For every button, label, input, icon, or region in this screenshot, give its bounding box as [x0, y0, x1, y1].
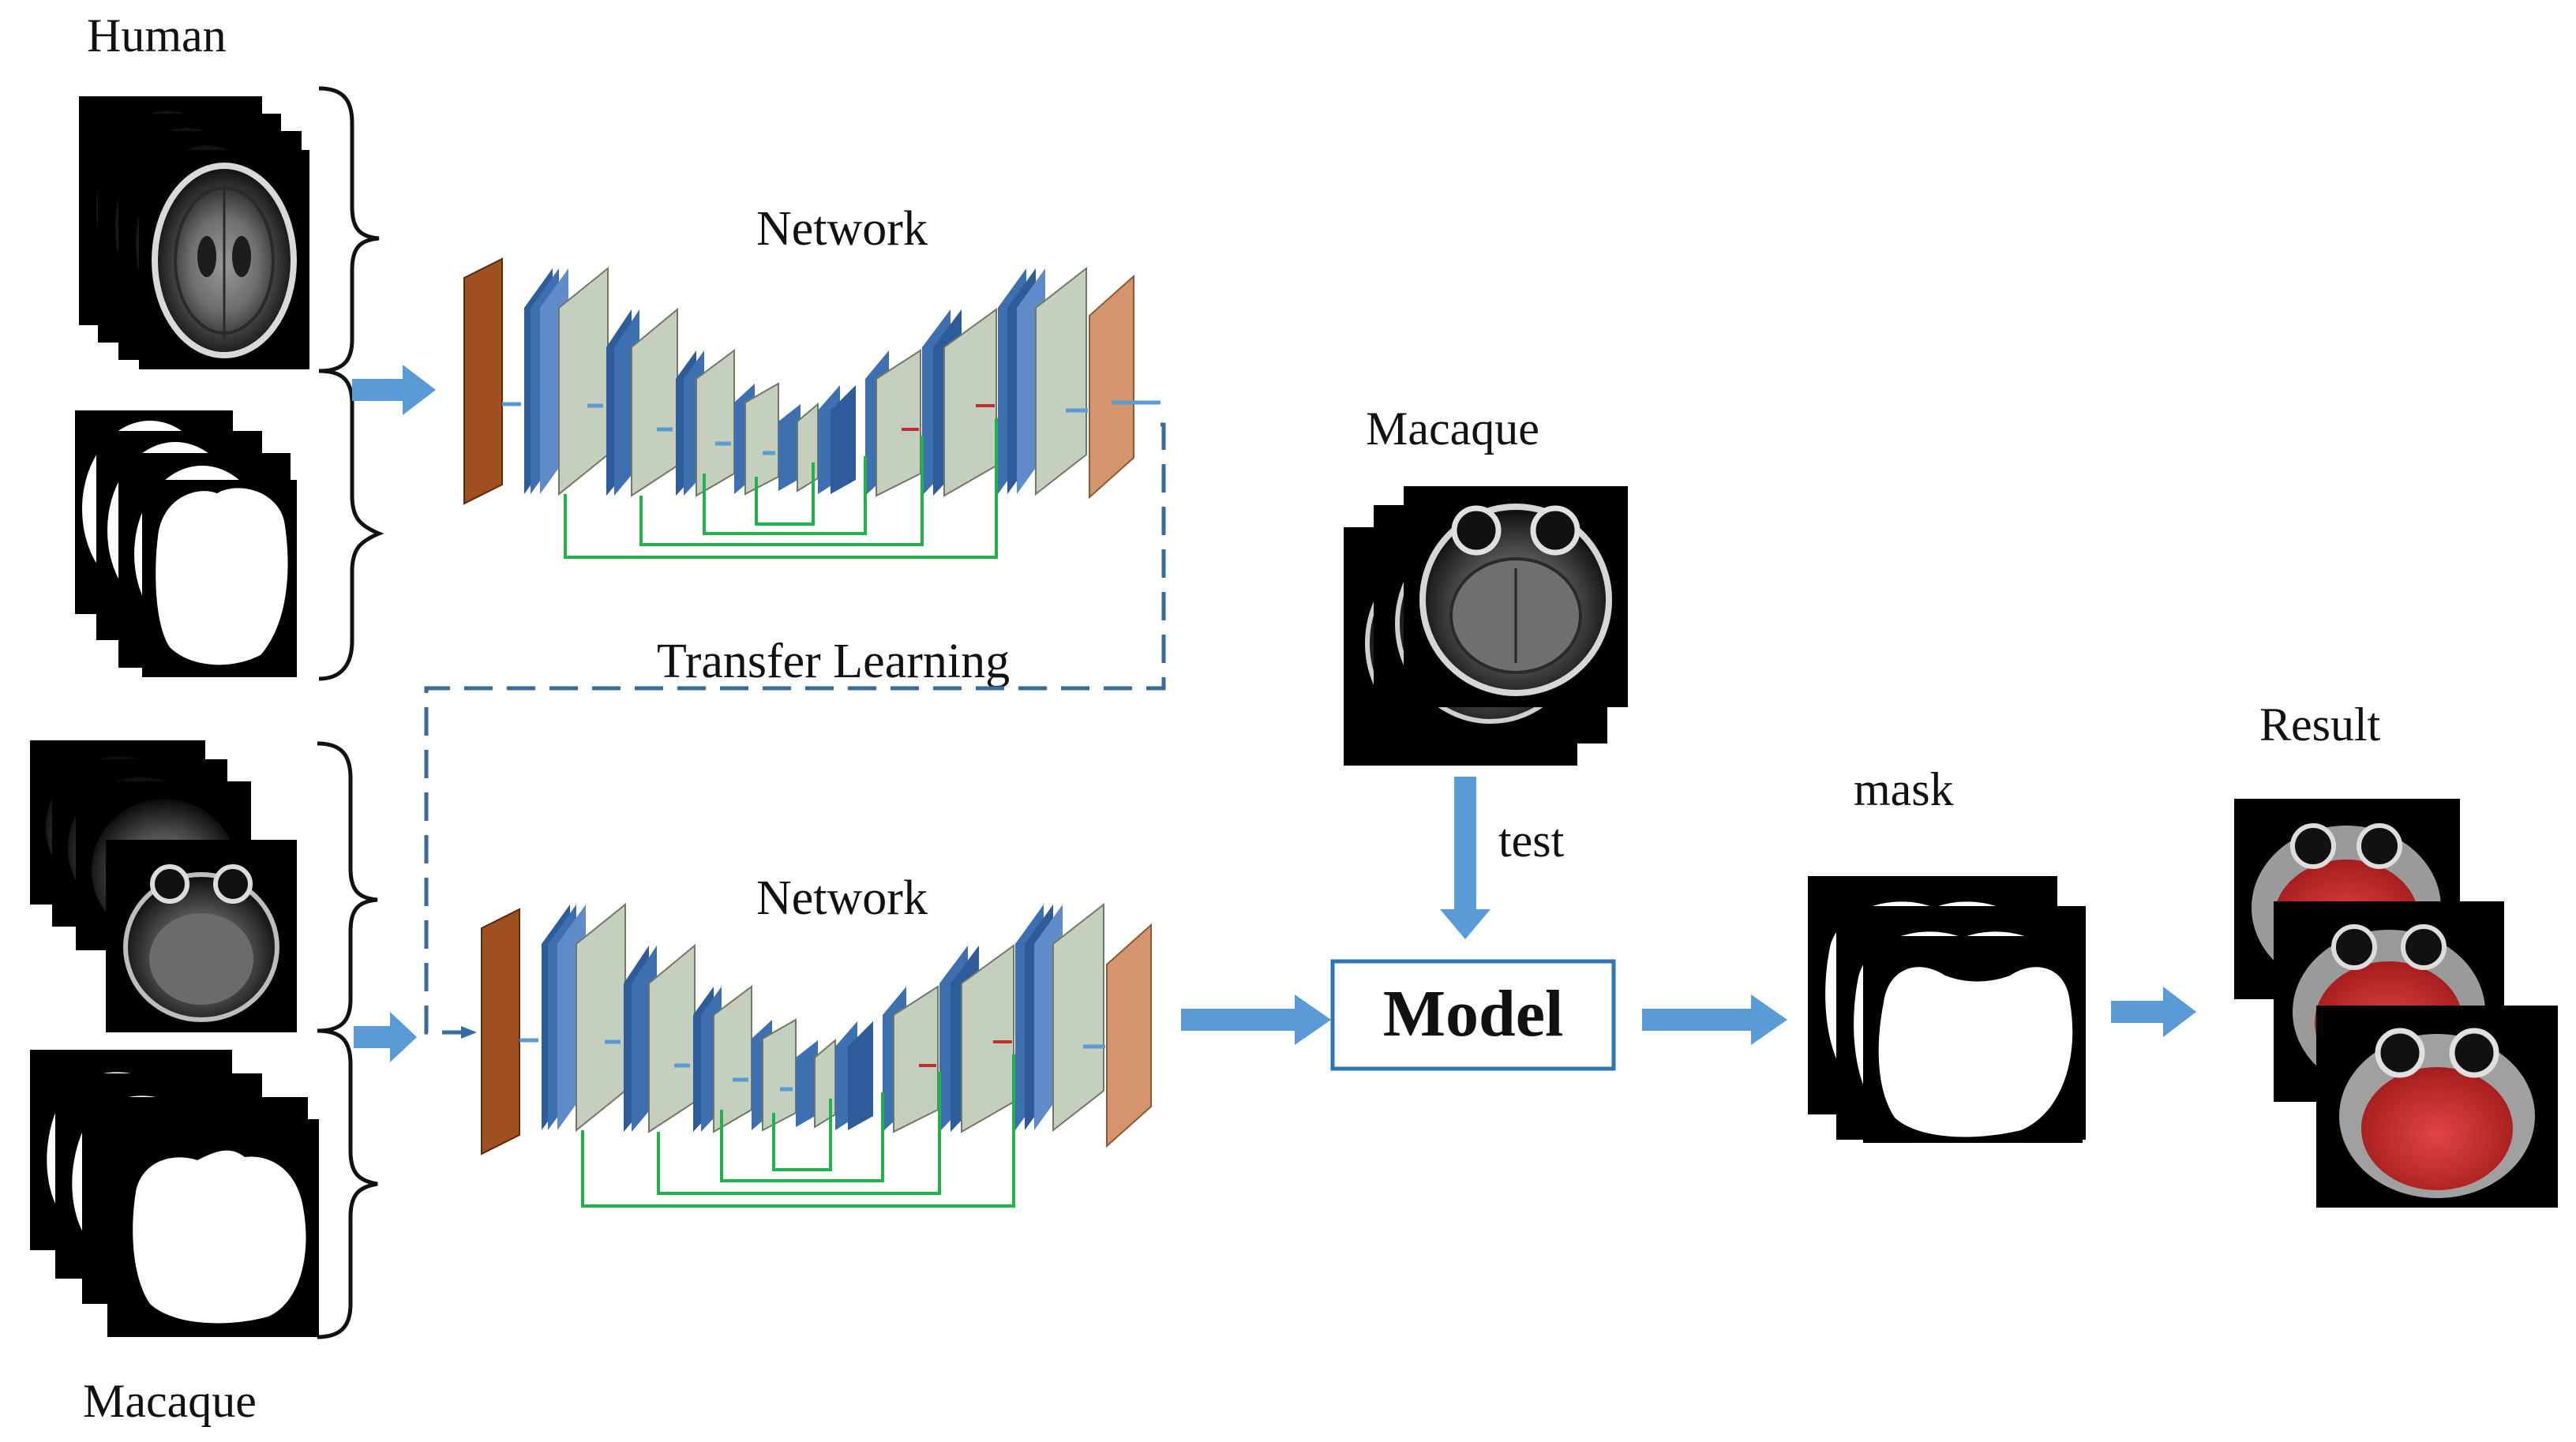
arrow-right-icon	[2111, 987, 2196, 1037]
arrow-right-icon	[352, 365, 436, 415]
macaque-test-mri-stack	[1344, 486, 1628, 766]
result-overlay-stack	[2234, 799, 2558, 1208]
skip-connections	[581, 1054, 1015, 1208]
arrow-right-icon	[1642, 994, 1787, 1045]
transfer-learning-connector	[424, 422, 1166, 1035]
human-label: Human	[87, 9, 227, 62]
encoder-block	[524, 266, 609, 496]
test-label: test	[1498, 815, 1565, 867]
human-mask-stack	[75, 410, 297, 677]
output-layer	[1089, 274, 1134, 500]
decoder-block	[1015, 902, 1104, 1133]
encoder-block	[542, 902, 626, 1133]
encoder-block	[752, 1018, 797, 1132]
decoder-block	[998, 266, 1087, 496]
model-box: Model	[1330, 959, 1616, 1071]
encoder-block	[624, 943, 696, 1133]
encoder-block	[734, 382, 779, 496]
macaque-train-label: Macaque	[83, 1375, 257, 1427]
encoder-block	[676, 349, 735, 497]
network-top-label: Network	[756, 202, 928, 256]
decoder-block	[865, 349, 921, 497]
bottleneck-block	[796, 1021, 873, 1130]
macaque-mri-stack	[30, 740, 297, 1032]
macaque-test-label: Macaque	[1366, 403, 1539, 455]
arrow-down-icon	[1440, 777, 1490, 939]
encoder-block	[606, 307, 678, 497]
input-layer	[463, 257, 503, 505]
arrow-right-icon	[461, 1026, 477, 1039]
macaque-mask-stack	[30, 1050, 319, 1337]
network-bottom	[481, 902, 1152, 1208]
result-label: Result	[2259, 699, 2381, 751]
input-layer	[481, 908, 520, 1155]
model-label: Model	[1383, 977, 1564, 1051]
mask-label: mask	[1854, 763, 1954, 815]
arrow-right-icon	[354, 1012, 417, 1062]
transfer-learning-label: Transfer Learning	[657, 635, 1010, 688]
decoder-block	[922, 308, 997, 497]
decoder-block	[883, 985, 939, 1133]
network-top	[463, 257, 1161, 559]
arrow-right-icon	[1181, 994, 1331, 1045]
bottleneck-block	[778, 385, 856, 494]
human-mri-stack	[79, 96, 309, 369]
output-mask-stack	[1808, 876, 2086, 1143]
curly-brace-human-icon	[318, 86, 384, 681]
skip-connections	[564, 418, 998, 559]
network-bottom-label: Network	[756, 871, 928, 925]
decoder-block	[939, 944, 1014, 1133]
output-layer	[1106, 923, 1152, 1148]
curly-brace-macaque-icon	[317, 741, 378, 1339]
